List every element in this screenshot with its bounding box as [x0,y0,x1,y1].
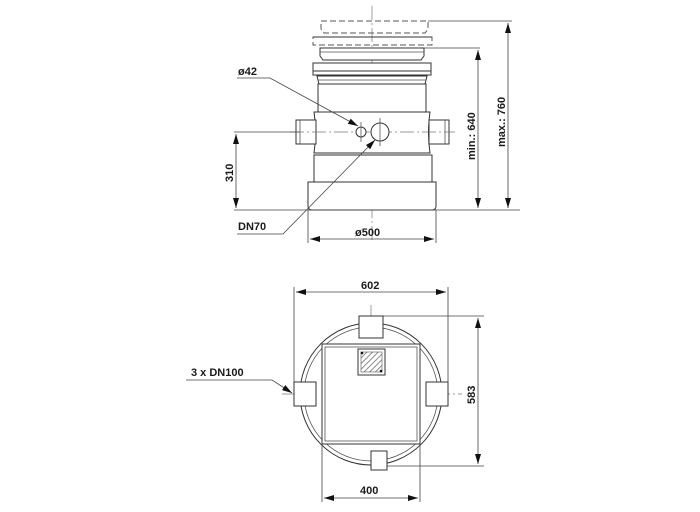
label-max-height: max.: 760 [496,97,508,147]
label-outlet-height: 310 [224,164,236,182]
leader-inlets [186,379,293,394]
label-cover-width: 400 [360,485,378,497]
cover-ring [319,47,425,61]
extension-ring-dashed [320,20,429,34]
leader-dn70 [237,139,376,235]
label-small-outlet: ø42 [238,66,257,78]
label-min-height: min.: 640 [466,112,478,160]
label-inlets: 3 x DN100 [191,367,244,379]
leader-small-outlet [237,77,359,127]
upper-shaft [317,83,427,113]
extension-collar-dashed [312,36,433,46]
inlet-top [358,315,384,339]
outlet-bottom [370,450,388,471]
inlet-left-top [293,381,317,407]
base [307,181,437,211]
lower-body [313,154,433,183]
grate-hatch [360,351,383,373]
inlet-right-top [425,381,449,407]
label-diameter: ø500 [355,227,380,239]
label-width: 602 [361,280,379,292]
label-depth: 583 [466,386,478,404]
side-view: ø42 DN70 310 ø500 min.: 640 max.: 760 [224,6,520,243]
label-dn70: DN70 [238,221,266,233]
collar-upper [312,62,432,72]
top-view: 602 583 400 3 x DN100 [186,280,484,502]
